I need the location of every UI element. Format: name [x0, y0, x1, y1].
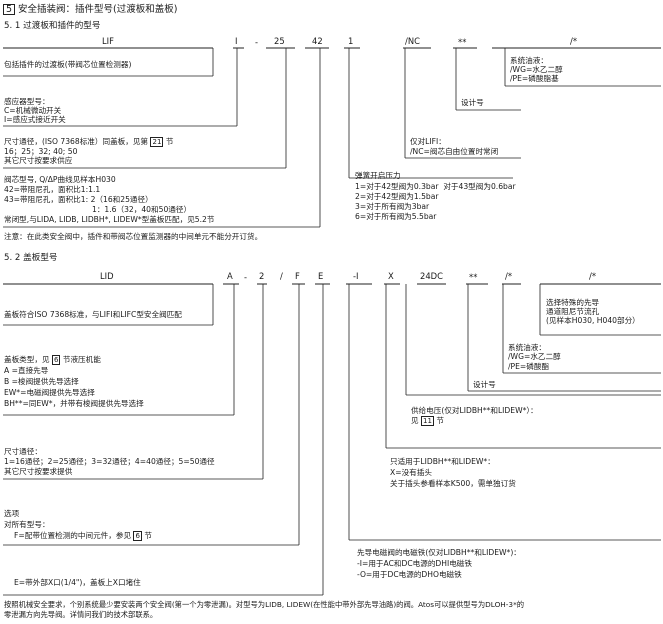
voltage-title: 供给电压(仅对LIDBH**和LIDEW*）：: [411, 406, 538, 415]
size-values: 16；25；32; 40; 50: [4, 147, 78, 156]
cover-type-ew: EW*=电磁阀提供先导选择: [4, 388, 95, 397]
cover-oil-title: 系统油液：: [508, 343, 546, 352]
lid-code-orifice: /*: [589, 271, 597, 281]
voltage-ref-label: 见: [411, 416, 419, 425]
option-e: E=带外部X口(1/4")，盖板上X口堵住: [14, 578, 141, 587]
section-title: 安全插装阀：插件型号(过渡板和盖板): [18, 4, 178, 15]
code-design: **: [458, 37, 467, 47]
option-f-label: F=配带位置检测的中间元件，参见: [14, 531, 132, 540]
cover-size-other: 其它尺寸按要求提供: [4, 467, 73, 476]
spool-43: 43=带阻尼孔，面积比1: 2（16和25通径）: [4, 195, 153, 204]
solenoid-i: -I=用于AC和DC电源的DHI电磁铁: [357, 559, 472, 568]
sensor-title: 感应器型号：: [4, 97, 50, 106]
spring-1-43: 对于43型阀为0.6bar: [443, 182, 516, 191]
subsection-5-2-title: 5. 2 盖板型号: [4, 253, 58, 263]
cover-oil-pe: /PE=磷酸酯: [508, 362, 550, 371]
cover-type-label-end: 节液压机能: [62, 355, 101, 364]
spool-note: 常闭型,与LIDA, LIDB, LIDBH*, LIDEW*型盖板匹配，见5.…: [4, 215, 215, 224]
cover-type-ref: 6: [51, 355, 61, 365]
spool-42: 42=带阻尼孔，面积比1:1.1: [4, 185, 101, 194]
code-nc: /NC: [405, 36, 420, 46]
note: 注意：在此类安全阀中，插件和带阀芯位置监测器的中间单元不能分开订货。: [4, 232, 263, 241]
spring-title: 弹簧开启压力: [355, 171, 401, 180]
cover-size-values: 1=16通径；2=25通径；3=32通径；4=40通径；5=50通径: [4, 457, 215, 466]
voltage-section-ref: 11: [421, 416, 434, 426]
size-label: 尺寸通径，(ISO 7368标准）同盖板，见第: [4, 137, 149, 146]
spring-6: 6=对于所有阀为5.5bar: [355, 212, 437, 221]
oil-wg: /WG=水乙二醇: [510, 65, 563, 74]
cover-type-b: B =梭阀提供先导选择: [4, 377, 79, 386]
code-spring: 1: [348, 36, 354, 46]
spool-title: 阀芯型号, Q/ΔP曲线见样本H030: [4, 175, 116, 184]
option-f-label-end: 节: [144, 531, 152, 540]
code-dash: -: [255, 37, 259, 47]
lid-code-type: A: [227, 271, 233, 281]
lid-code-solenoid: -I: [353, 271, 359, 281]
lid-code-f: F: [295, 271, 300, 281]
oil-pe: /PE=磷酸脂基: [510, 74, 559, 83]
spring-3: 3=对于所有阀为3bar: [355, 202, 430, 211]
cover-size-title: 尺寸通径：: [4, 447, 42, 456]
plate-description: 包括插件的过渡板(带阀芯位置检测器): [4, 60, 132, 69]
lid-code-lid: LID: [100, 271, 114, 281]
options-title: 选项: [4, 509, 20, 518]
design-number: 设计号: [461, 98, 484, 107]
nc-option: /NC=阀芯自由位置时常闭: [410, 147, 499, 156]
lid-code-plug: X: [388, 271, 394, 281]
size-label-end: 节: [165, 137, 174, 146]
code-spool: 42: [312, 36, 323, 46]
plug-note: 关于插头参看样本K500，需单独订货: [390, 479, 516, 488]
lid-code-oil: /*: [505, 271, 513, 281]
sensor-option-i: I=感应式接近开关: [4, 115, 66, 124]
lid-code-slash: /: [280, 271, 283, 281]
lid-code-design: **: [469, 272, 478, 282]
cover-type-bh: BH**=同EW*，并带有梭阀提供先导选择: [4, 399, 144, 408]
size-line: 尺寸通径，(ISO 7368标准）同盖板，见第 21 节: [4, 137, 173, 147]
lid-code-size: 2: [259, 271, 265, 281]
plug-none: X=没有插头: [390, 468, 432, 477]
footnote-line-1: 按照机械安全要求，个别系统最少要安装两个安全阀(第一个为零泄漏)。对型号为LID…: [4, 600, 525, 609]
cover-design-number: 设计号: [473, 380, 496, 389]
size-other: 其它尺寸按要求供应: [4, 156, 73, 165]
section-number: 5: [3, 4, 16, 15]
option-f-ref: 6: [133, 531, 142, 541]
sensor-option-c: C=机械微动开关: [4, 106, 62, 115]
cover-description: 盖板符合ISO 7368标准，与LIFI和LIFC型安全阀匹配: [4, 310, 182, 319]
spring-1-42: 1=对于42型阀为0.3bar: [355, 182, 439, 191]
lid-code-voltage: 24DC: [420, 271, 443, 281]
solenoid-title: 先导电磁阀的电磁铁(仅对LIDBH**和LIDEW*)：: [357, 548, 521, 557]
lid-code-e: E: [318, 271, 324, 281]
voltage-ref-line: 见 11 节: [411, 416, 444, 426]
code-size: 25: [274, 36, 285, 46]
footnote-line-2: 零泄漏方向先导阀。详情问我们的技术部联系。: [4, 610, 158, 619]
code-lif: LIF: [102, 36, 114, 46]
cover-type-label: 盖板类型，见: [4, 355, 50, 364]
orifice-line-1: 选择特殊的先导: [546, 298, 600, 307]
nc-title: 仅对LIFI：: [410, 137, 446, 146]
voltage-ref-label-end: 节: [436, 416, 444, 425]
cover-oil-wg: /WG=水乙二醇: [508, 352, 561, 361]
size-section-ref: 21: [150, 137, 164, 147]
code-sensor: I: [235, 36, 238, 46]
plug-title: 只适用于LIDBH**和LIDEW*：: [390, 457, 495, 466]
solenoid-o: -O=用于DC电源的DHO电磁铁: [357, 570, 462, 579]
cover-type-a: A =直接先导: [4, 366, 49, 375]
option-f-line: F=配带位置检测的中间元件，参见 6 节: [14, 531, 152, 541]
oil-title: 系统油液：: [510, 56, 548, 65]
spring-2: 2=对于42型阀为1.5bar: [355, 192, 439, 201]
code-oil: /*: [570, 36, 578, 46]
spring-1: 1=对于42型阀为0.3bar 对于43型阀为0.6bar: [355, 182, 516, 191]
spool-43-ratio: 1：1.6（32，40和50通径）: [92, 205, 192, 214]
lid-code-dash: -: [244, 272, 248, 282]
orifice-line-3: (见样本H030, H040部分）: [546, 316, 640, 325]
orifice-line-2: 通道阻尼节流孔: [546, 307, 600, 316]
subsection-5-1-title: 5. 1 过渡板和插件的型号: [4, 21, 101, 31]
cover-type-line: 盖板类型，见 6 节液压机能: [4, 355, 101, 365]
options-for-all: 对所有型号：: [4, 520, 50, 529]
